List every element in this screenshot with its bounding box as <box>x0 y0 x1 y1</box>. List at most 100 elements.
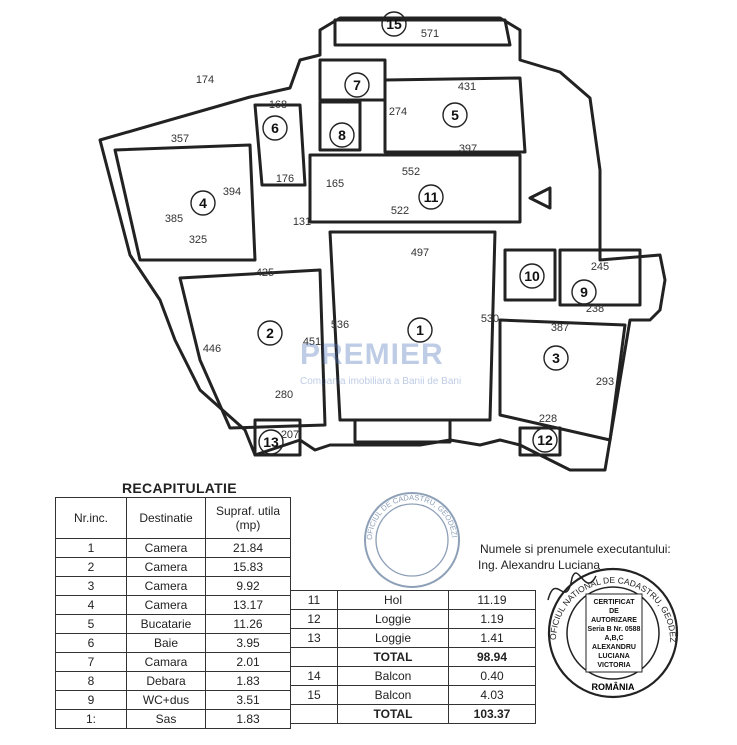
cell-area: 3.95 <box>205 633 291 653</box>
cell-area: 1.83 <box>205 709 291 729</box>
cell-area: 98.94 <box>448 647 536 667</box>
room-4-wall <box>113 143 257 262</box>
cell-name: TOTAL <box>337 704 449 724</box>
cell-area: 9.92 <box>205 576 291 596</box>
room-number-circle <box>407 317 433 343</box>
room-number: 10 <box>524 268 540 284</box>
dimension-label: 131 <box>293 216 311 228</box>
room-number: 4 <box>199 195 207 211</box>
room-number-circle <box>381 11 407 37</box>
cell-name: Loggie <box>337 609 449 629</box>
cell-no: 8 <box>55 671 127 691</box>
room-number-circle <box>442 102 468 128</box>
room-number: 15 <box>386 16 402 32</box>
stamp-right-country: ROMÂNIA <box>592 681 635 692</box>
dimension-label: 228 <box>539 413 557 425</box>
room-number: 2 <box>266 325 274 341</box>
stamp-line: ALEXANDRU <box>592 644 636 651</box>
dimension-label: 274 <box>389 106 407 118</box>
signature <box>547 572 597 601</box>
cell-area: 13.17 <box>205 595 291 615</box>
outer-wall <box>98 16 667 472</box>
bay-window <box>353 420 452 444</box>
room-number: 3 <box>552 350 560 366</box>
room-number: 5 <box>451 107 459 123</box>
cell-name: Camera <box>126 557 206 577</box>
cell-name: Camera <box>126 538 206 558</box>
hall-11-wall <box>308 153 522 224</box>
room-number: 9 <box>580 284 588 300</box>
cell-name: Camara <box>126 652 206 672</box>
room-5-wall <box>383 76 527 154</box>
dimension-label: 238 <box>586 303 604 315</box>
cell-no: 1 <box>55 538 127 558</box>
room-number: 11 <box>424 189 439 205</box>
entrance-arrow <box>528 186 552 210</box>
room-number-circle <box>571 279 597 305</box>
dimension-label: 522 <box>391 205 409 217</box>
dimension-label: 385 <box>165 213 183 225</box>
recap-title: RECAPITULATIE <box>122 480 237 496</box>
cell-area: 1.41 <box>448 628 536 648</box>
executant-label: Numele si prenumele executantului: <box>480 542 671 556</box>
stamp-line: DE <box>609 608 619 615</box>
cell-name: Sas <box>126 709 206 729</box>
col-header-no: Nr.inc. <box>55 497 127 539</box>
dimension-label: 431 <box>458 81 476 93</box>
watermark-tagline: Compania imobiliara a Banii de Bani <box>300 376 462 387</box>
dimension-label: 387 <box>551 322 569 334</box>
stamp-line: AUTORIZARE <box>591 617 637 624</box>
dimension-label: 176 <box>276 173 294 185</box>
cell-name: Loggie <box>337 628 449 648</box>
dimension-label: 168 <box>269 99 287 111</box>
dimension-label: 325 <box>189 234 207 246</box>
cell-name: Hol <box>337 590 449 610</box>
cell-area: 11.19 <box>448 590 536 610</box>
cell-name: Baie <box>126 633 206 653</box>
cell-name: Debara <box>126 671 206 691</box>
cell-area: 15.83 <box>205 557 291 577</box>
dimension-label: 446 <box>203 343 221 355</box>
dimension-label: 536 <box>331 319 349 331</box>
dimension-label: 425 <box>256 267 274 279</box>
room-number-circle <box>418 184 444 210</box>
room-number-circle <box>532 427 558 453</box>
cell-name: Camera <box>126 595 206 615</box>
cell-no: 7 <box>55 652 127 672</box>
stamp-line: VICTORIA <box>597 662 630 669</box>
dimension-label: 357 <box>171 133 189 145</box>
cell-no: 2 <box>55 557 127 577</box>
cell-name: Balcon <box>337 685 449 705</box>
dimension-label: 293 <box>596 376 614 388</box>
room-1-wall <box>328 230 497 422</box>
cell-area: 2.01 <box>205 652 291 672</box>
room-number-circle <box>543 345 569 371</box>
cell-area: 11.26 <box>205 614 291 634</box>
dimension-label: 280 <box>275 389 293 401</box>
stamp-line: LUCIANA <box>598 653 630 660</box>
cell-no: 5 <box>55 614 127 634</box>
dimension-label: 394 <box>223 186 241 198</box>
watermark-brand: PREMIER <box>300 338 444 371</box>
cell-name: Bucatarie <box>126 614 206 634</box>
room-number: 8 <box>338 127 346 143</box>
cell-area: 4.03 <box>448 685 536 705</box>
room-7-wall <box>318 58 387 102</box>
dimension-label: 207 <box>281 429 299 441</box>
cell-area: 3.51 <box>205 690 291 710</box>
room-number-circle <box>190 190 216 216</box>
room-number-circle <box>519 263 545 289</box>
